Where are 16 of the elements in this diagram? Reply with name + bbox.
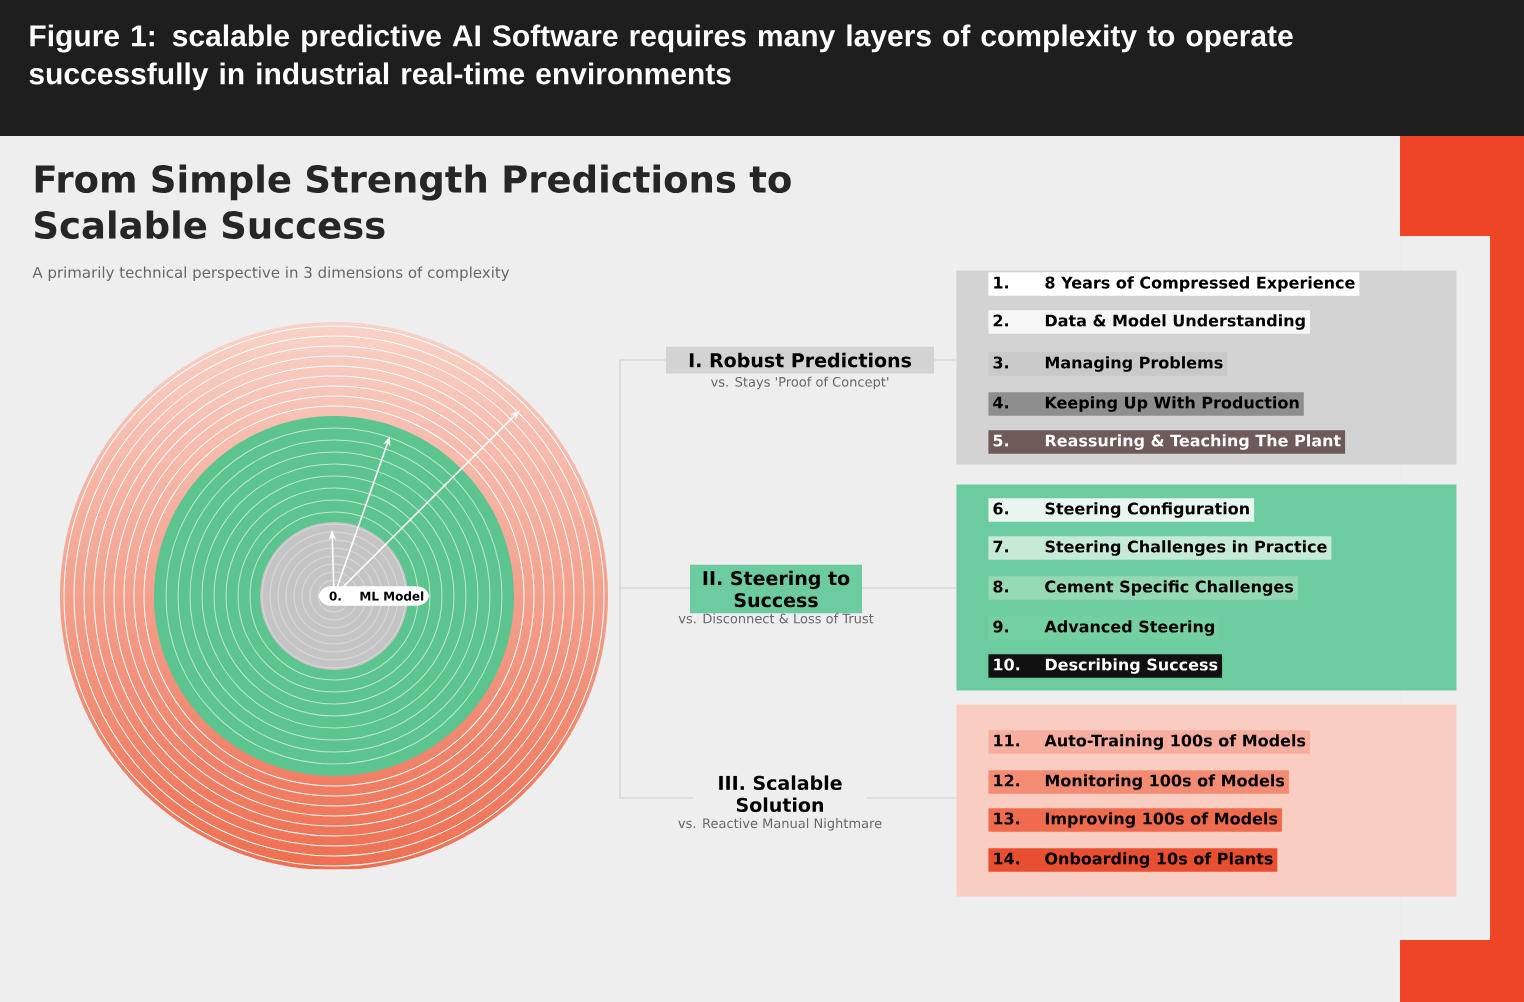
list-item: 2. Data & Model Understanding	[988, 310, 1311, 334]
list-item: 4. Keeping Up With Production	[988, 392, 1304, 416]
list-item: 12. Monitoring 100s of Models	[988, 770, 1289, 794]
list-item: 7. Steering Challenges in Practice	[988, 536, 1332, 560]
list-item: 3. Managing Problems	[988, 352, 1228, 376]
list-item: 5. Reassuring & Teaching The Plant	[988, 430, 1346, 454]
list-item: 9. Advanced Steering	[988, 616, 1220, 640]
list-item: 6. Steering Configuration	[988, 498, 1255, 522]
list-item: 10. Describing Success	[988, 654, 1223, 678]
list-item: 11. Auto-Training 100s of Models	[988, 730, 1310, 754]
list-item: 1. 8 Years of Compressed Experience	[988, 272, 1360, 296]
list-item: 13. Improving 100s of Models	[988, 808, 1282, 832]
list-item: 14. Onboarding 10s of Plants	[988, 848, 1278, 872]
list-item: 8. Cement Specific Challenges	[988, 576, 1298, 600]
heading: From Simple Strength Predictions to Scalable Success	[35, 164, 791, 240]
figure-caption: Figure 1: scalable predictive AI Software requires many layers of complexity to operate successfully in industrial real-time environments	[29, 24, 1293, 91]
